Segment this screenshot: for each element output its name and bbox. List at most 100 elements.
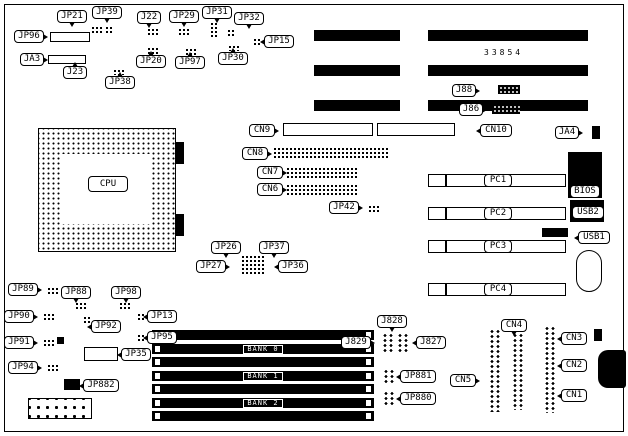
label-text: CN3 xyxy=(565,333,583,343)
label-text: JP29 xyxy=(173,11,195,21)
pointer-right-icon xyxy=(274,127,279,134)
label-text: PC1 xyxy=(489,175,507,185)
label-text: J23 xyxy=(66,67,84,77)
label-jp91: JP91 xyxy=(4,336,38,349)
label-cn2: CN2 xyxy=(557,359,587,372)
simm-slot-bank2: BANK 2 xyxy=(152,398,374,408)
cpu-socket-tab xyxy=(176,214,184,236)
bank-label: BANK 1 xyxy=(243,371,283,381)
cn5-connector xyxy=(488,328,501,412)
label-text: JP97 xyxy=(179,57,201,67)
pointer-down-icon xyxy=(246,24,252,29)
pointer-right-icon xyxy=(370,339,375,346)
pointer-right-icon xyxy=(43,56,48,63)
label-j23: J23 xyxy=(63,62,87,79)
pointer-down-icon xyxy=(123,298,129,303)
pointer-down-icon xyxy=(214,18,220,23)
label-jp20: JP20 xyxy=(136,51,166,68)
j827-header xyxy=(396,332,408,352)
label-text: CPU xyxy=(99,178,117,189)
pointer-right-icon xyxy=(282,169,287,176)
io-port xyxy=(594,329,602,341)
label-text: JP27 xyxy=(200,261,222,271)
pointer-down-icon xyxy=(69,22,75,27)
label-jp29: JP29 xyxy=(169,10,199,27)
pointer-down-icon xyxy=(181,22,187,27)
jp96-header xyxy=(50,32,90,42)
label-jp42: JP42 xyxy=(329,201,363,214)
simm-slot xyxy=(152,411,374,421)
label-text: USB1 xyxy=(583,232,605,242)
pointer-left-icon xyxy=(87,323,92,330)
label-jp32: JP32 xyxy=(234,12,264,29)
jp882-header xyxy=(64,379,80,390)
pointer-right-icon xyxy=(282,186,287,193)
j829-header xyxy=(381,332,393,352)
jp91-pad xyxy=(57,337,64,344)
label-text: JP95 xyxy=(151,332,173,342)
pointer-right-icon xyxy=(267,150,272,157)
label-text: JP26 xyxy=(215,242,237,252)
pointer-left-icon xyxy=(557,392,562,399)
label-cpu: CPU xyxy=(88,176,128,192)
simm-slot xyxy=(152,384,374,394)
label-text: CN2 xyxy=(565,360,583,370)
label-pc1: PC1 xyxy=(484,174,512,187)
label-ja4: JA4 xyxy=(555,126,583,139)
label-text: PC3 xyxy=(489,241,507,251)
label-cn9: CN9 xyxy=(249,124,279,137)
isa-slot-1-right xyxy=(428,30,588,41)
label-pc3: PC3 xyxy=(484,240,512,253)
jp38-header xyxy=(112,68,124,75)
bank-label: BANK 0 xyxy=(243,344,283,354)
label-jp38: JP38 xyxy=(105,72,135,89)
pointer-up-icon xyxy=(72,62,78,67)
pointer-down-icon xyxy=(389,327,395,332)
label-jp882: JP882 xyxy=(79,379,119,392)
label-pc2: PC2 xyxy=(484,207,512,220)
pointer-right-icon xyxy=(578,129,583,136)
label-text: JP42 xyxy=(333,202,355,212)
label-text: J827 xyxy=(420,337,442,347)
label-jp31: JP31 xyxy=(202,6,232,23)
pointer-left-icon xyxy=(260,38,265,45)
isa-slot-3-left xyxy=(314,100,400,111)
label-cn1: CN1 xyxy=(557,389,587,402)
label-text: JP94 xyxy=(12,362,34,372)
pointer-left-icon xyxy=(143,334,148,341)
label-jp95: JP95 xyxy=(143,331,177,344)
label-jp92: JP92 xyxy=(87,320,121,333)
label-jp30: JP30 xyxy=(218,48,248,65)
cpu-socket-tab xyxy=(176,142,184,164)
pointer-down-icon xyxy=(146,23,152,28)
cn1-cn2-cn3-connector xyxy=(543,325,557,413)
label-text: JP88 xyxy=(65,287,87,297)
label-text: J828 xyxy=(381,316,403,326)
cn7-connector xyxy=(285,166,358,178)
label-text: JP98 xyxy=(115,287,137,297)
label-jp13: JP13 xyxy=(143,310,177,323)
label-text: JP39 xyxy=(96,7,118,17)
j88-header xyxy=(498,85,520,94)
label-j828: J828 xyxy=(377,315,407,332)
label-jp98: JP98 xyxy=(111,286,141,303)
label-text: JP880 xyxy=(404,393,432,403)
label-text: JP20 xyxy=(140,56,162,66)
label-text: BIOS xyxy=(574,186,596,196)
pointer-right-icon xyxy=(225,263,230,270)
label-jp94: JP94 xyxy=(8,361,42,374)
label-text: JP13 xyxy=(151,311,173,321)
ja3-header xyxy=(48,55,86,64)
bank-label: BANK 2 xyxy=(243,398,283,408)
label-text: JP881 xyxy=(404,371,432,381)
label-cn4: CN4 xyxy=(501,319,527,336)
label-text: J829 xyxy=(345,337,367,347)
isa-slot-2-left xyxy=(314,65,400,76)
pointer-left-icon xyxy=(412,339,417,346)
label-text: PC4 xyxy=(489,284,507,294)
pointer-left-icon xyxy=(557,335,562,342)
board-number: 33854 xyxy=(484,48,524,57)
pointer-down-icon xyxy=(511,331,517,336)
label-text: JP91 xyxy=(8,337,30,347)
pointer-down-icon xyxy=(104,18,110,23)
